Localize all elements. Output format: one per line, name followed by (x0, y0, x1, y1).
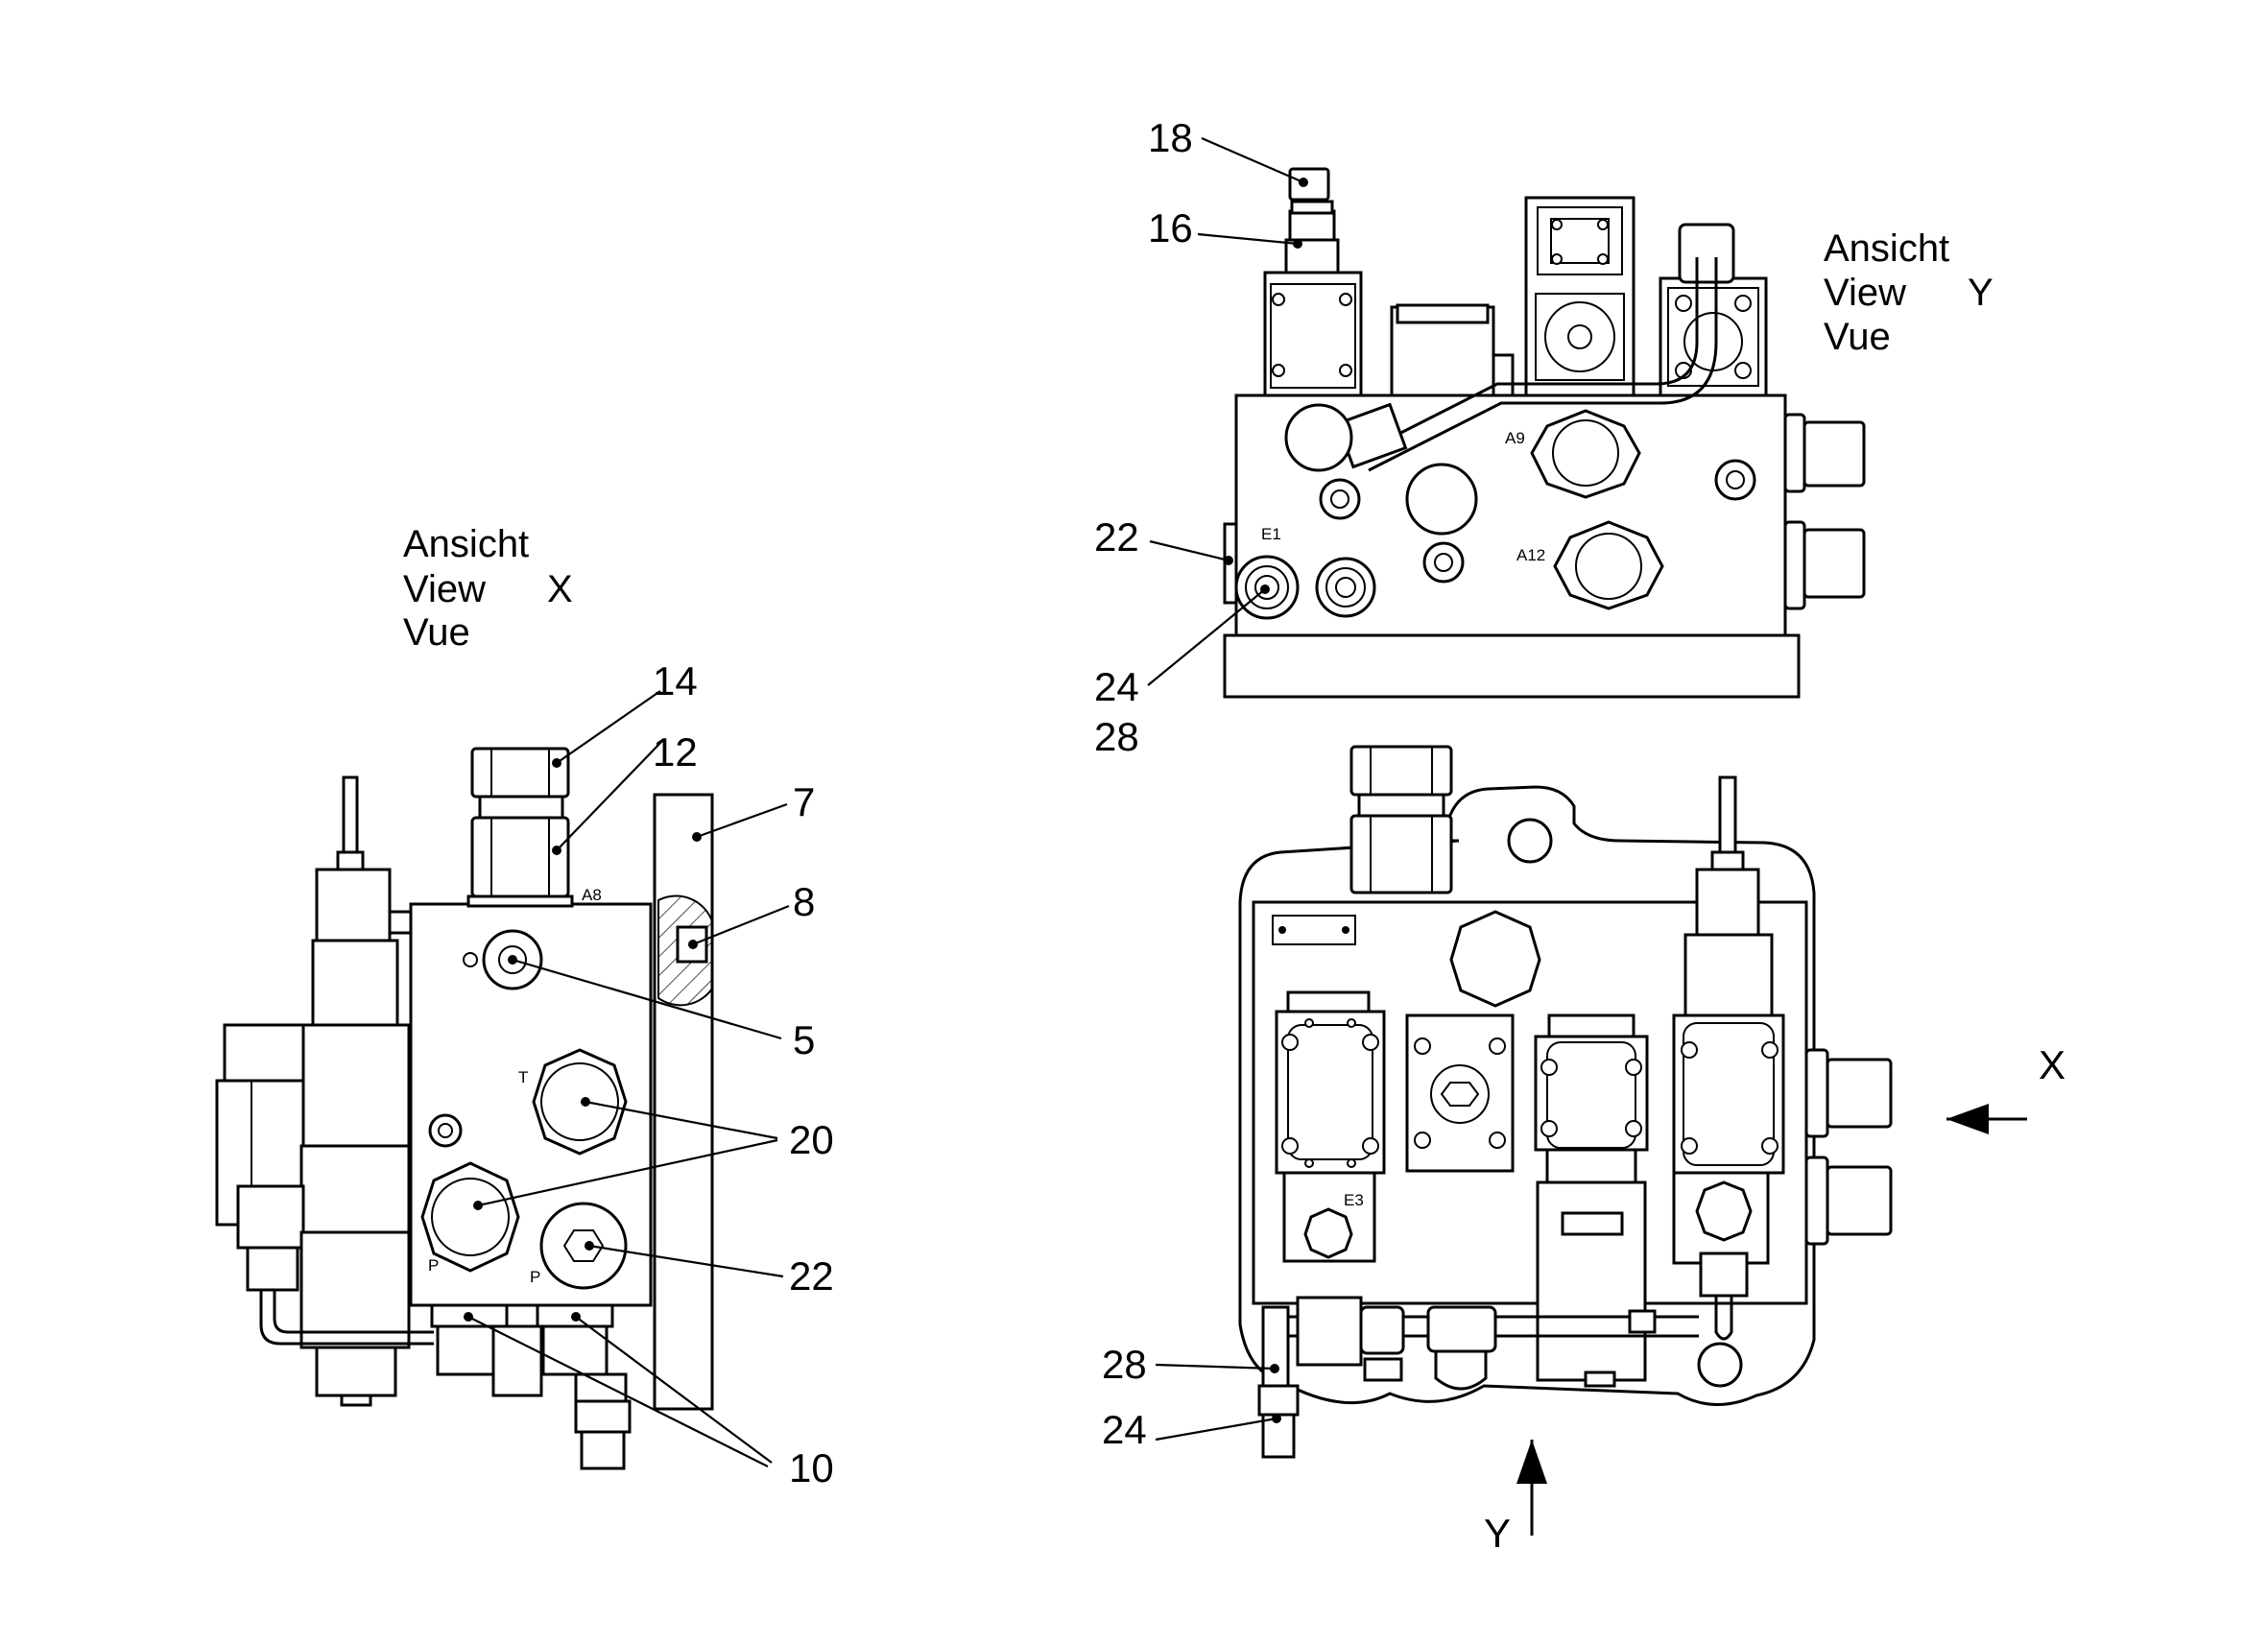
bottom-fitting-block (1296, 1296, 1363, 1367)
view-y-title-letter: Y (1968, 272, 1993, 314)
callout-16: 16 (1148, 205, 1193, 250)
callout-18: 18 (1148, 115, 1193, 160)
fitting-ring (478, 795, 564, 820)
valve-lower (299, 1230, 411, 1349)
callout-7: 7 (793, 779, 815, 824)
fitting-tee (491, 1324, 543, 1397)
side-fitting-lower (1802, 528, 1866, 599)
fitting-12 (470, 816, 570, 898)
solenoid-upper (311, 939, 399, 1027)
fitting-24 (1257, 1384, 1300, 1417)
port-t: T (518, 1068, 528, 1086)
callout-28-bottom: 28 (1102, 1342, 1147, 1387)
port-a9: A9 (1505, 429, 1525, 447)
view-y-drawing: Ansicht View Y Vue (1094, 115, 1993, 759)
callout-22-top: 22 (1094, 514, 1139, 560)
arrow-x-head (1946, 1104, 1989, 1134)
small-port-plug (463, 952, 478, 967)
sensor-cap-18 (1288, 167, 1330, 202)
callout-24-bottom: 24 (1102, 1407, 1147, 1452)
port-a8: A8 (582, 886, 602, 904)
view-y-title-vue: Vue (1824, 316, 1891, 358)
sensor-rod (342, 775, 359, 858)
bottom-plug (315, 1346, 397, 1397)
side-nut-lower (1783, 520, 1806, 610)
connector-block (236, 1184, 305, 1250)
port-e3-plug (1303, 1207, 1353, 1259)
callout-28-top: 28 (1094, 714, 1139, 759)
module-3-top (1547, 1013, 1635, 1040)
view-y-title-ansicht: Ansicht (1824, 227, 1949, 270)
bottom-eye-right (1697, 1342, 1743, 1388)
callout-24-top: 24 (1094, 664, 1139, 709)
solenoid-body (299, 1023, 411, 1148)
fitting-24-end (1261, 1413, 1296, 1459)
callout-20: 20 (789, 1117, 834, 1162)
callout-22-left: 22 (789, 1253, 834, 1299)
nameplate (1272, 915, 1356, 945)
view-x-drawing: Ansicht View X Vue A8 (215, 523, 834, 1490)
fitting-main (1349, 814, 1453, 894)
side-fitting-lower-main (1826, 1165, 1893, 1236)
module-4-fitting (1699, 1252, 1749, 1298)
module-4-plug (1695, 1180, 1753, 1242)
bottom-fitting-center (1426, 1305, 1497, 1353)
view-y-title-view: View (1824, 272, 1906, 314)
port-p-left: P (428, 1256, 439, 1275)
callout-8: 8 (793, 879, 815, 924)
bottom-nut (1359, 1305, 1405, 1355)
view-x-title-view: View (403, 568, 486, 610)
solenoid-lower (299, 1144, 411, 1234)
pressure-switch-main (1695, 868, 1760, 937)
main-view-drawing: E3 (1102, 745, 2065, 1556)
port-a12: A12 (1516, 546, 1545, 564)
side-nut-upper-main (1804, 1048, 1829, 1138)
callout-14: 14 (653, 658, 698, 703)
port-e3: E3 (1344, 1191, 1364, 1209)
side-nut-upper (1783, 413, 1806, 493)
side-fitting-upper-main (1826, 1058, 1893, 1129)
lifting-eye (1507, 818, 1553, 864)
sensor-rod-main (1718, 775, 1737, 856)
side-nut-lower-main (1804, 1156, 1829, 1246)
hose-fitting (574, 1399, 632, 1434)
sensor-nut (1288, 209, 1336, 242)
callout-5: 5 (793, 1017, 815, 1062)
module-4-top (1683, 933, 1774, 1017)
view-x-title-letter: X (547, 568, 573, 610)
mounting-plate (653, 793, 714, 1411)
side-fitting-upper (1802, 420, 1866, 488)
pipe-fitting-top (1678, 223, 1735, 284)
view-x-title-ansicht: Ansicht (403, 523, 529, 565)
fitting-28 (1261, 1305, 1290, 1388)
port-plug-center (1405, 463, 1478, 536)
port-p-right: P (530, 1268, 540, 1286)
small-fitting (246, 1246, 299, 1292)
hex-plug-main (1449, 910, 1541, 1008)
arrow-x-label: X (2039, 1042, 2065, 1087)
pressure-switch (315, 868, 392, 942)
port-plug-upper-left (1284, 403, 1353, 472)
base-plate-y (1223, 633, 1801, 699)
port-e1: E1 (1261, 525, 1281, 543)
arrow-y-head (1516, 1440, 1547, 1484)
hose-end (580, 1430, 626, 1470)
callout-12: 12 (653, 729, 698, 775)
callout-10: 10 (789, 1445, 834, 1490)
arrow-y-label: Y (1484, 1511, 1511, 1556)
view-x-title-vue: Vue (403, 611, 470, 654)
cap-nut-14 (470, 747, 570, 799)
fitting-body-left (436, 1324, 503, 1376)
cap-nut-main (1349, 745, 1453, 797)
